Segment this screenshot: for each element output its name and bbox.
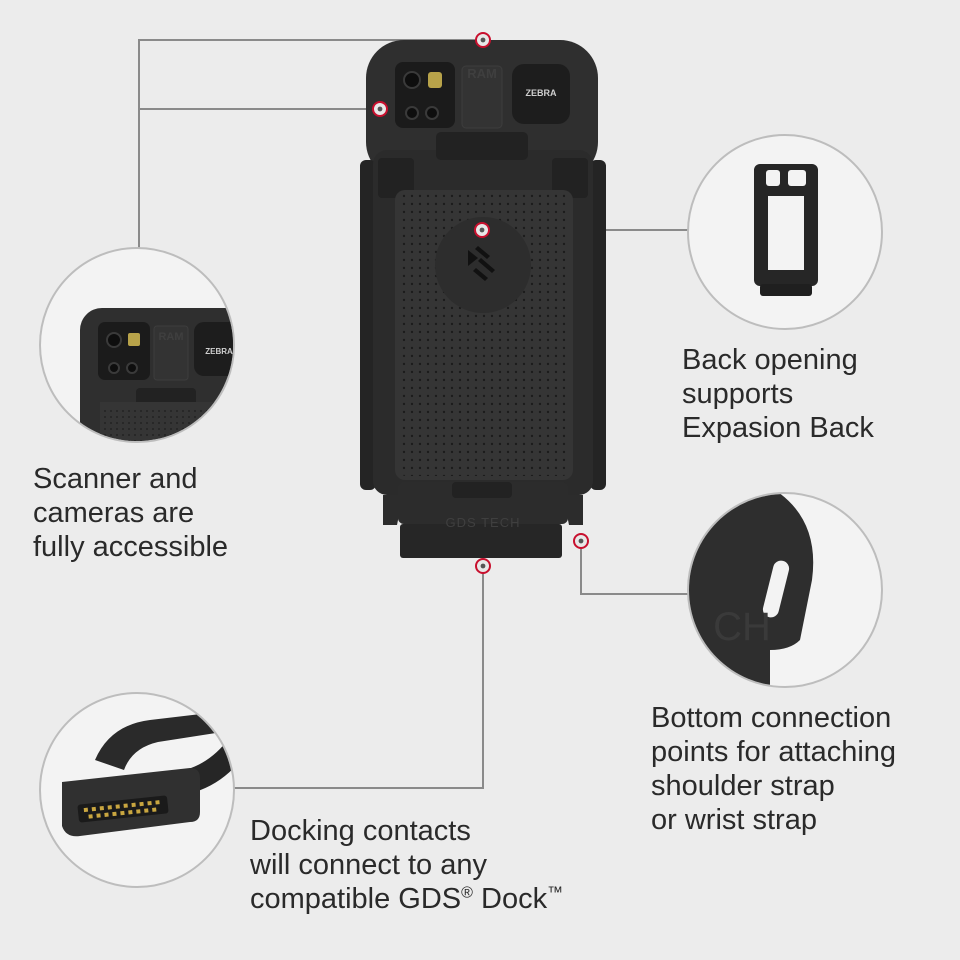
caption-scanner-line-3: fully accessible — [33, 531, 229, 563]
scanner-detail-brand: ZEBRA — [205, 347, 233, 356]
caption-dock-line-3: compatible GDS® Dock™ — [250, 882, 563, 916]
caption-bottom-line-4: or wrist strap — [651, 804, 817, 836]
callout-line-camera — [138, 39, 483, 249]
caption-dock-line-3-mid: Dock — [472, 883, 548, 915]
ram-mount-plate — [461, 65, 503, 129]
caption-dock-line-3-pre: compatible GDS — [250, 883, 462, 915]
strap-detail-text: CH — [713, 605, 771, 649]
caption-bottom-line-3: shoulder strap — [651, 770, 835, 802]
detail-circle-strap: CH — [687, 492, 883, 688]
dock-connector-block — [400, 524, 562, 558]
clip-left — [378, 158, 414, 198]
camera-lens-2 — [405, 106, 419, 120]
detail-circle-dock — [39, 692, 235, 888]
caption-dock-line-2: will connect to any — [250, 849, 487, 881]
detail-circle-expansion-back — [687, 134, 883, 330]
device-right-bumper — [590, 160, 606, 490]
camera-lens-1 — [403, 71, 421, 89]
clip-right — [552, 158, 588, 198]
caption-back-line-2: supports — [682, 378, 794, 410]
caption-dock-line-1: Docking contacts — [250, 815, 471, 847]
camera-lens-3 — [425, 106, 439, 120]
caption-docking: Docking contacts will connect to any com… — [250, 814, 563, 916]
device-back-view — [360, 40, 606, 558]
registered-mark: ® — [461, 884, 473, 902]
scanner-detail-ram: RAM — [158, 331, 183, 343]
callout-line-strap — [580, 541, 689, 595]
device-left-bumper — [360, 160, 376, 490]
caption-back-line-3: Expasion Back — [682, 412, 874, 444]
callout-markers — [372, 32, 589, 574]
camera-module — [395, 62, 455, 128]
top-hinge — [436, 132, 528, 160]
caption-back-opening: Back opening supports Expasion Back — [682, 343, 874, 445]
camera-flash — [428, 72, 442, 88]
device-brand-label: ZEBRA — [526, 88, 557, 98]
zebra-logo-icon — [468, 246, 495, 281]
caption-scanner-line-1: Scanner and — [33, 463, 198, 495]
caption-scanner: Scanner and cameras are fully accessible — [33, 462, 228, 564]
bottom-latch — [452, 482, 512, 498]
caption-bottom-line-2: points for attaching — [651, 736, 897, 768]
caption-back-line-1: Back opening — [682, 344, 858, 376]
caption-bottom-line-1: Bottom connection — [651, 702, 892, 734]
device-bottom-label: GDS TECH — [446, 515, 521, 530]
bottom-base — [398, 482, 568, 524]
caption-bottom-connection: Bottom connection points for attaching s… — [651, 701, 896, 837]
device-ram-label: RAM — [467, 66, 497, 81]
scanner-window — [512, 64, 570, 124]
trademark-mark: ™ — [547, 884, 564, 902]
callout-line-dock — [233, 566, 484, 789]
detail-circle-scanner: ZEBRA RAM — [39, 247, 235, 443]
caption-scanner-line-2: cameras are — [33, 497, 195, 529]
